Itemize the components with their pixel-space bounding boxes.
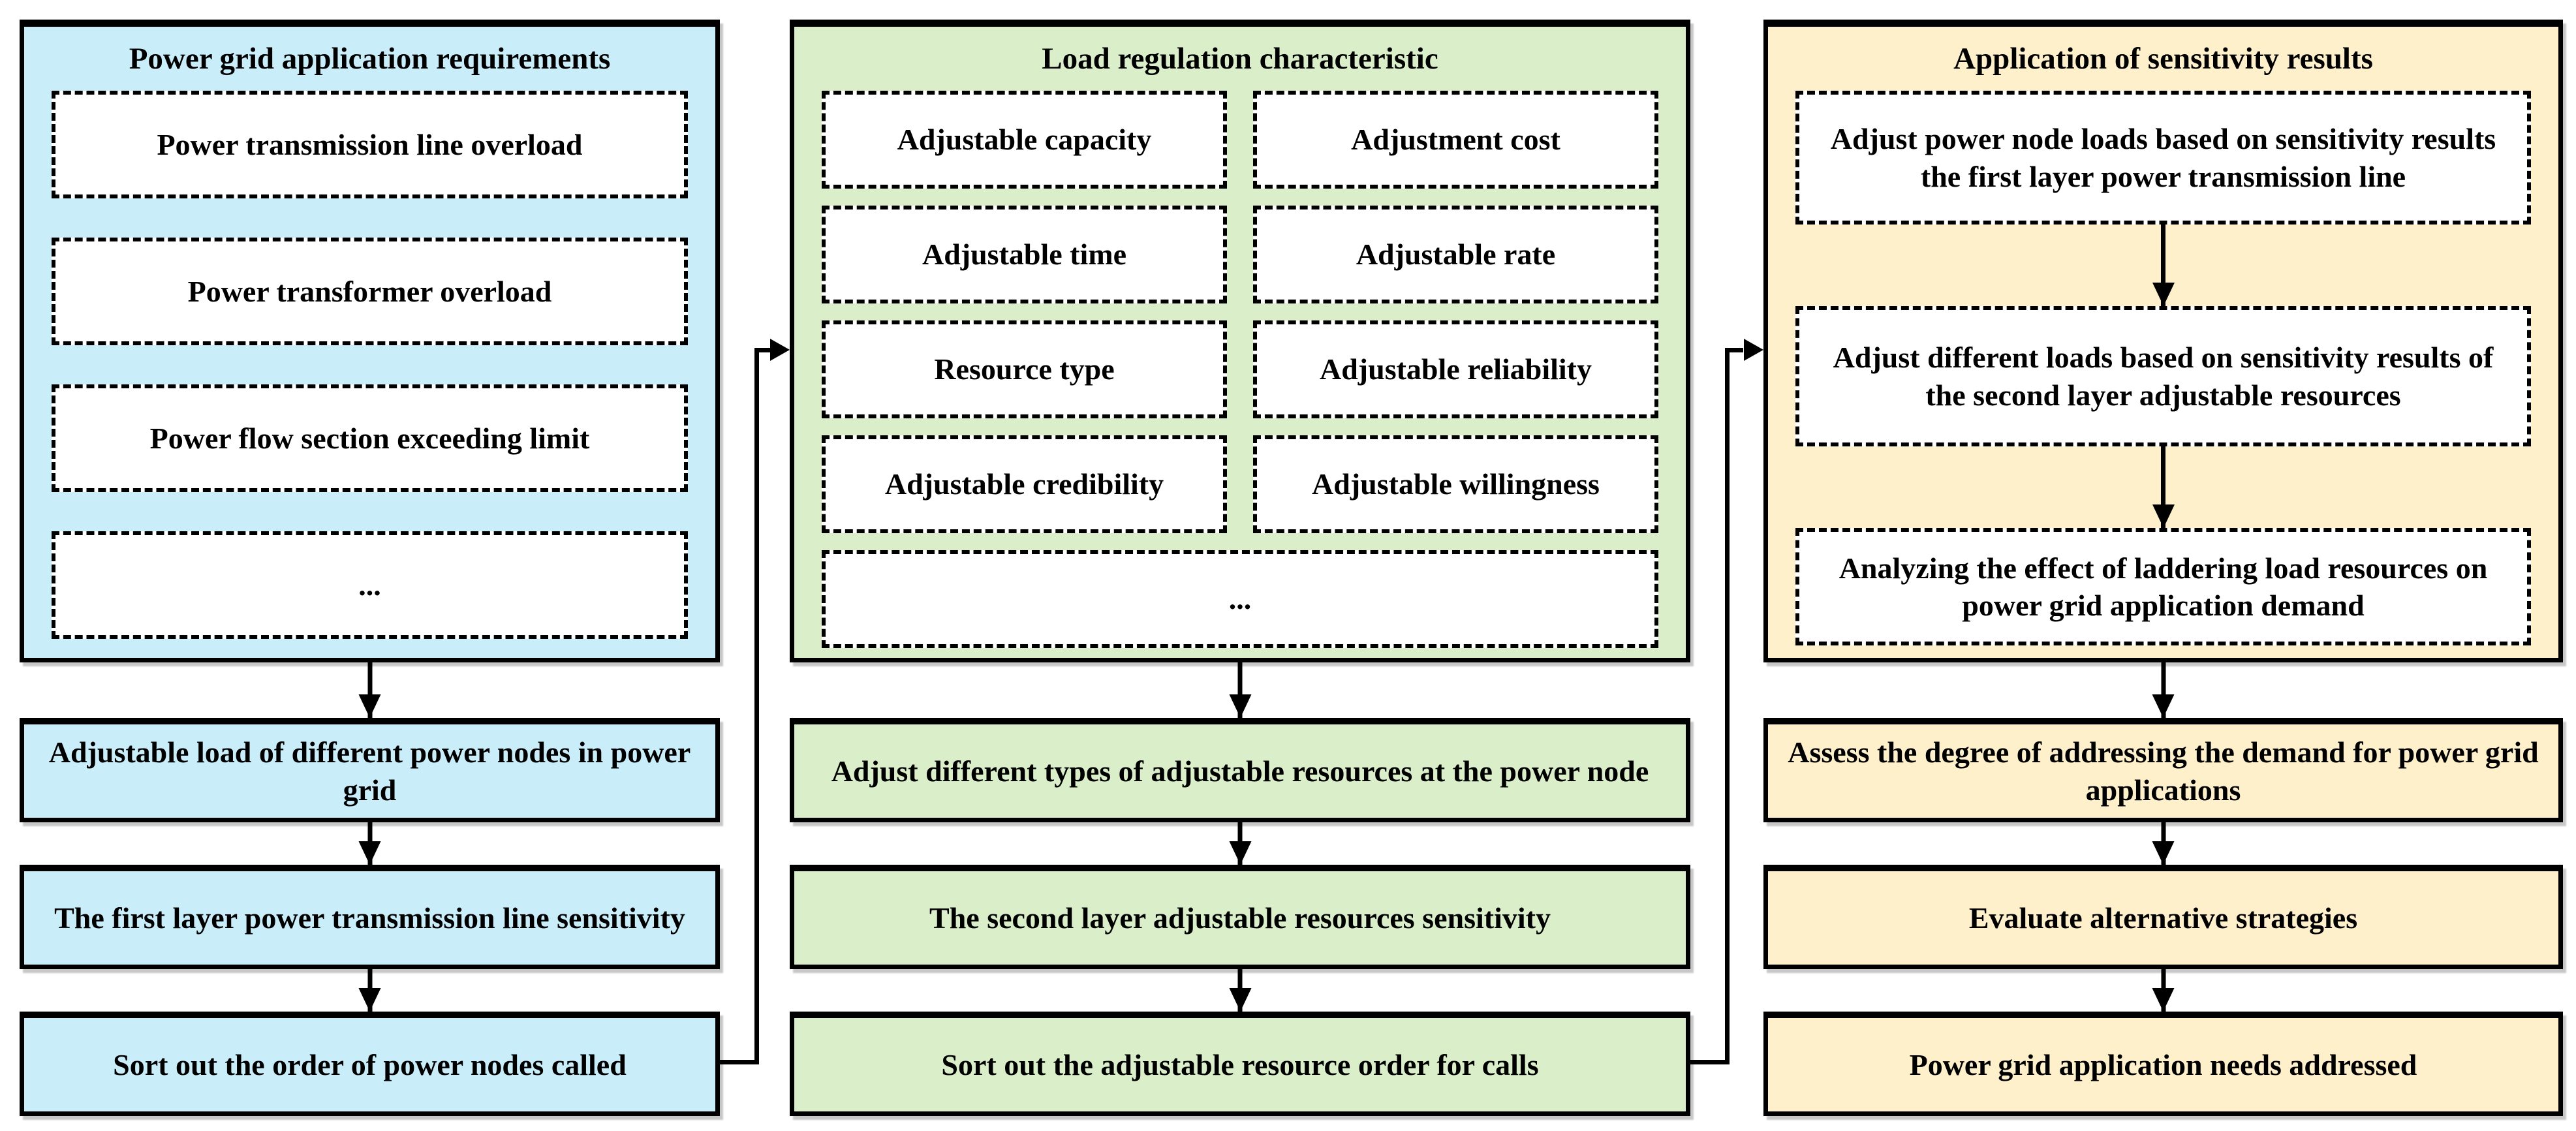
step-box: The first layer power transmission line … bbox=[20, 865, 720, 969]
elbow-connector-2-vertical bbox=[1725, 348, 1730, 1064]
connector-gap bbox=[20, 662, 720, 718]
characteristic-item: Adjustable reliability bbox=[1253, 320, 1658, 418]
sensitivity-title: Application of sensitivity results bbox=[1953, 42, 2373, 76]
requirement-item: Power flow section exceeding limit bbox=[52, 384, 688, 492]
arrow-down-icon bbox=[2161, 446, 2165, 528]
characteristic-item: Adjustable time bbox=[822, 206, 1227, 303]
step-box: Adjustable load of different power nodes… bbox=[20, 718, 720, 822]
arrow-down-icon bbox=[2161, 969, 2165, 1012]
step-box: Sort out the adjustable resource order f… bbox=[790, 1012, 1690, 1116]
characteristic-item: Resource type bbox=[822, 320, 1227, 418]
column-power-grid-requirements: Power grid application requirements Powe… bbox=[20, 20, 720, 1116]
elbow-connector-2-horizontal-start bbox=[1686, 1060, 1729, 1064]
characteristic-item: Adjustable rate bbox=[1253, 206, 1658, 303]
characteristic-item-ellipsis: ... bbox=[822, 550, 1658, 648]
characteristic-item: Adjustable capacity bbox=[822, 91, 1227, 189]
sensitivity-flow-item: Analyzing the effect of laddering load r… bbox=[1795, 528, 2531, 645]
step-box: Sort out the order of power nodes called bbox=[20, 1012, 720, 1116]
arrow-down-icon bbox=[367, 662, 372, 718]
connector-gap bbox=[790, 969, 1690, 1012]
elbow-connector-1-horizontal-end bbox=[754, 348, 773, 352]
requirement-item-ellipsis: ... bbox=[52, 531, 688, 639]
arrow-right-icon bbox=[770, 339, 790, 361]
elbow-connector-1-horizontal-start bbox=[715, 1060, 758, 1064]
column-sensitivity-application: Application of sensitivity results Adjus… bbox=[1763, 20, 2563, 1116]
arrow-down-icon bbox=[1237, 969, 1243, 1012]
characteristic-grid: Adjustable capacity Adjustment cost Adju… bbox=[822, 91, 1658, 533]
column-load-regulation: Load regulation characteristic Adjustabl… bbox=[790, 20, 1690, 1116]
step-box: Power grid application needs addressed bbox=[1763, 1012, 2563, 1116]
characteristic-item: Adjustable credibility bbox=[822, 435, 1227, 533]
sensitivity-container: Application of sensitivity results Adjus… bbox=[1763, 20, 2563, 662]
arrow-down-icon bbox=[1237, 822, 1243, 865]
characteristic-item: Adjustment cost bbox=[1253, 91, 1658, 189]
sensitivity-flow-item: Adjust different loads based on sensitiv… bbox=[1795, 306, 2531, 446]
connector-gap bbox=[1763, 822, 2563, 865]
connector-gap bbox=[20, 969, 720, 1012]
arrow-down-icon bbox=[367, 822, 372, 865]
load-regulation-container: Load regulation characteristic Adjustabl… bbox=[790, 20, 1690, 662]
arrow-down-icon bbox=[2161, 662, 2165, 718]
arrow-down-icon bbox=[2161, 225, 2165, 306]
arrow-down-icon bbox=[1237, 662, 1243, 718]
requirement-item: Power transmission line overload bbox=[52, 91, 688, 198]
elbow-connector-1-vertical bbox=[754, 348, 759, 1064]
elbow-connector-2-horizontal-end bbox=[1725, 348, 1743, 352]
arrow-right-icon bbox=[1744, 339, 1763, 361]
step-box: Assess the degree of addressing the dema… bbox=[1763, 718, 2563, 822]
step-box: Evaluate alternative strategies bbox=[1763, 865, 2563, 969]
connector-gap bbox=[1763, 969, 2563, 1012]
connector-gap bbox=[790, 662, 1690, 718]
load-regulation-title: Load regulation characteristic bbox=[1042, 42, 1438, 76]
step-box: Adjust different types of adjustable res… bbox=[790, 718, 1690, 822]
sensitivity-flow-item: Adjust power node loads based on sensiti… bbox=[1795, 91, 2531, 225]
requirements-container: Power grid application requirements Powe… bbox=[20, 20, 720, 662]
requirement-item: Power transformer overload bbox=[52, 238, 688, 345]
connector-gap bbox=[20, 822, 720, 865]
step-box: The second layer adjustable resources se… bbox=[790, 865, 1690, 969]
requirements-title: Power grid application requirements bbox=[129, 42, 611, 76]
connector-gap bbox=[790, 822, 1690, 865]
arrow-down-icon bbox=[2161, 822, 2165, 865]
arrow-down-icon bbox=[367, 969, 372, 1012]
connector-gap bbox=[1763, 662, 2563, 718]
characteristic-item: Adjustable willingness bbox=[1253, 435, 1658, 533]
